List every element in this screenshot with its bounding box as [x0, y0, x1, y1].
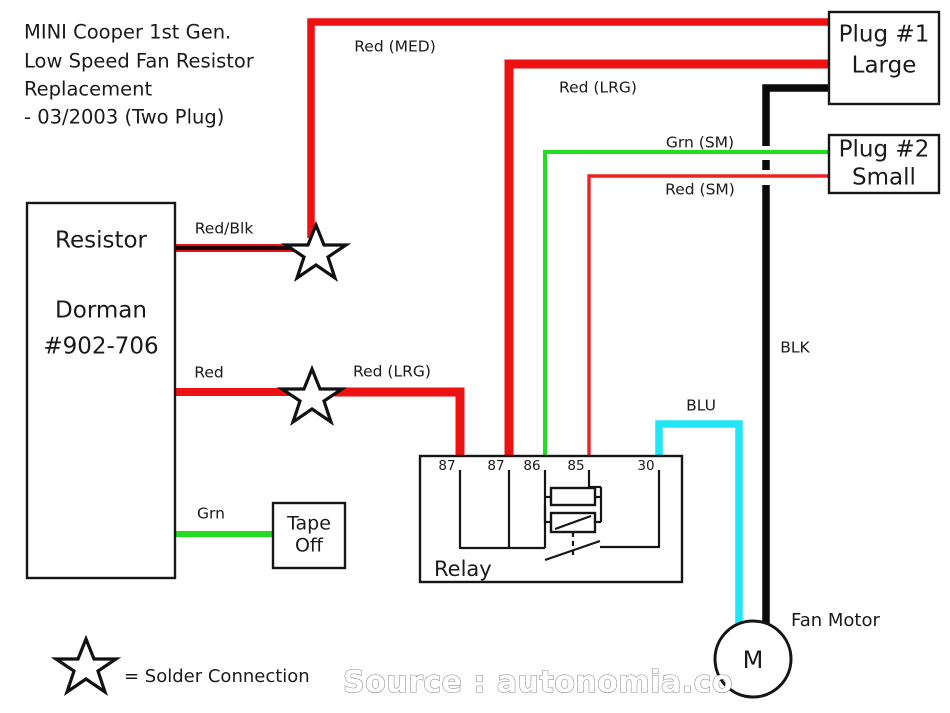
legend-label: = Solder Connection: [124, 666, 310, 687]
resistor-label-line-2: Dorman: [55, 298, 147, 324]
wire-red-sm: Red (SM): [587, 174, 830, 458]
plug-2-box[interactable]: Plug #2 Small: [827, 133, 941, 195]
plug2-label-line-2: Small: [852, 165, 916, 191]
wire-grn-sm: Grn (SM): [543, 134, 830, 458]
diagram-title: MINI Cooper 1st Gen. Low Speed Fan Resis…: [24, 21, 255, 129]
relay-label: Relay: [434, 557, 492, 581]
plug1-label-line-2: Large: [852, 53, 917, 79]
wire-blk: BLK: [762, 84, 828, 636]
wire-grn-tape: Grn: [175, 505, 274, 537]
wire-red-med: Red (MED): [307, 18, 830, 238]
title-line-1: MINI Cooper 1st Gen.: [24, 21, 231, 44]
wire-label-red-blk: Red/Blk: [195, 220, 254, 238]
relay-internal-resistor: [549, 486, 597, 507]
title-line-3: Replacement: [24, 78, 152, 101]
title-line-2: Low Speed Fan Resistor: [24, 50, 255, 73]
tape-off-label-line-2: Off: [295, 535, 324, 557]
relay-pin-87b: 87: [487, 458, 504, 474]
wire-red-lrg-top: Red (LRG): [504, 59, 830, 458]
solder-connection-red-blk: [280, 220, 352, 283]
fan-motor-symbol: M: [743, 646, 764, 674]
plug-1-box[interactable]: Plug #1 Large: [827, 10, 941, 106]
tape-off-label-line-1: Tape: [286, 513, 331, 535]
fan-motor-label: Fan Motor: [791, 610, 880, 631]
relay-pin-87a: 87: [438, 458, 455, 474]
fan-motor[interactable]: M Fan Motor: [713, 610, 880, 699]
solder-connection-red: [276, 364, 348, 427]
legend: = Solder Connection: [50, 634, 310, 697]
wire-blu: BLU: [655, 397, 743, 636]
tape-off-box[interactable]: Tape Off: [271, 501, 347, 570]
wire-label-grn-tape: Grn: [197, 505, 225, 523]
plug2-label-line-1: Plug #2: [839, 137, 930, 163]
wire-label-blk: BLK: [780, 339, 810, 357]
plug1-label-line-1: Plug #1: [839, 22, 930, 48]
wire-label-red-lrg-top: Red (LRG): [559, 79, 637, 97]
wire-red-left: Red: [175, 364, 293, 396]
resistor-box[interactable]: Resistor Dorman #902-706: [25, 201, 177, 580]
relay-pin-86: 86: [523, 458, 540, 474]
resistor-label-line-3: #902-706: [43, 334, 158, 360]
wire-label-grn-sm: Grn (SM): [666, 134, 734, 152]
relay-pin-30: 30: [637, 458, 654, 474]
wire-label-blu: BLU: [686, 397, 716, 415]
wire-label-red-sm: Red (SM): [665, 181, 735, 199]
wire-red-lrg-low: Red (LRG): [331, 363, 465, 458]
wire-label-red-left: Red: [194, 364, 223, 382]
source-watermark: Source : autonomia.co: [343, 665, 733, 700]
wire-red-blk: Red/Blk: [175, 220, 300, 252]
relay-pin-85: 85: [567, 458, 584, 474]
wire-label-red-med: Red (MED): [354, 38, 436, 56]
resistor-label-line-1: Resistor: [55, 228, 148, 254]
title-line-4: - 03/2003 (Two Plug): [24, 106, 224, 129]
wire-label-red-lrg-low: Red (LRG): [353, 363, 431, 381]
relay-box[interactable]: 87 87 86 85 30 Relay: [418, 454, 684, 584]
